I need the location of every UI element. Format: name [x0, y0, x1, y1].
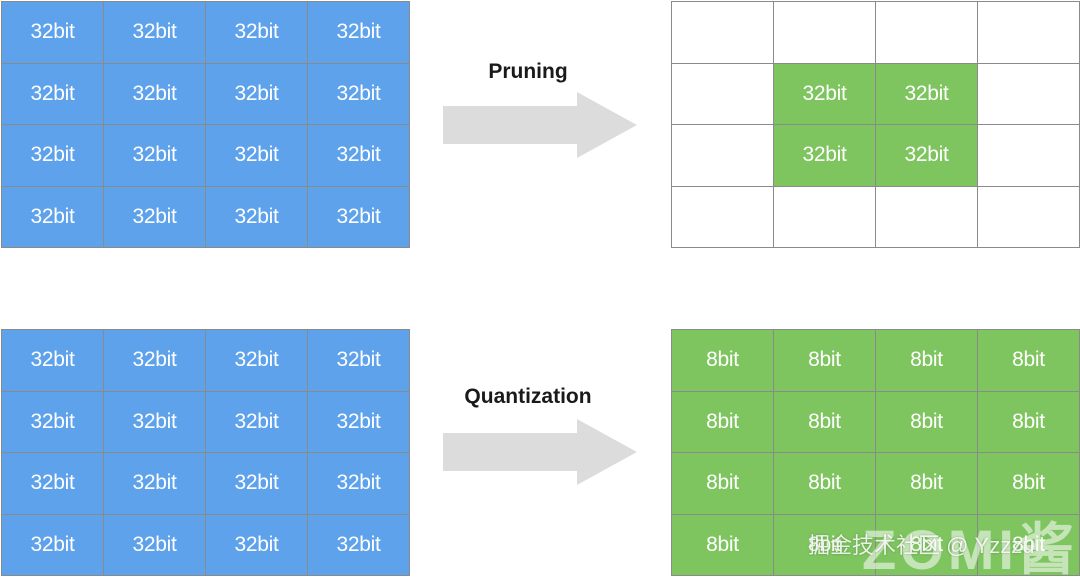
quantized-weight-cell: 8bit: [672, 514, 774, 576]
original-weight-cell: 32bit: [2, 453, 104, 515]
pruned-weight-cell: [774, 186, 876, 248]
original-weight-cell: 32bit: [308, 514, 410, 576]
pruned-weight-cell: [978, 186, 1080, 248]
original-weight-cell: 32bit: [104, 453, 206, 515]
quantized-weight-cell: 8bit: [774, 514, 876, 576]
pruned-weight-cell: [672, 186, 774, 248]
original-weight-cell: 32bit: [308, 186, 410, 248]
pruned-weight-cell: [978, 2, 1080, 64]
quantization-arrow-shape: [443, 419, 637, 485]
original-weight-cell: 32bit: [308, 125, 410, 187]
pruned-weight-cell: [774, 2, 876, 64]
quantized-weight-cell: 8bit: [876, 330, 978, 392]
pruned-weight-cell: 32bit: [774, 63, 876, 125]
quantized-weight-cell: 8bit: [774, 330, 876, 392]
original-weight-cell: 32bit: [104, 63, 206, 125]
quantized-weight-cell: 8bit: [978, 330, 1080, 392]
pruned-weight-cell: [672, 125, 774, 187]
pruned-weight-cell: 32bit: [774, 125, 876, 187]
original-weight-cell: 32bit: [308, 453, 410, 515]
pruning-arrow-icon: [443, 92, 637, 158]
quantization-arrow-icon: [443, 419, 637, 485]
pruned-weight-cell: [876, 186, 978, 248]
original-weight-cell: 32bit: [104, 186, 206, 248]
original-weight-cell: 32bit: [104, 2, 206, 64]
original-weight-cell: 32bit: [104, 330, 206, 392]
quantization-label: Quantization: [464, 385, 592, 408]
original-weight-cell: 32bit: [206, 453, 308, 515]
quantized-weight-cell: 8bit: [774, 391, 876, 453]
quantized-weight-cell: 8bit: [876, 391, 978, 453]
original-weight-cell: 32bit: [2, 2, 104, 64]
original-weight-cell: 32bit: [206, 186, 308, 248]
pruning-arrow-shape: [443, 92, 637, 158]
original-weight-cell: 32bit: [206, 330, 308, 392]
pruned-weight-cell: [978, 63, 1080, 125]
original-weight-cell: 32bit: [104, 391, 206, 453]
original-weight-cell: 32bit: [308, 391, 410, 453]
pruned-weight-cell: [978, 125, 1080, 187]
original-weight-cell: 32bit: [206, 63, 308, 125]
original-weight-cell: 32bit: [2, 330, 104, 392]
quantized-weight-cell: 8bit: [978, 391, 1080, 453]
quantized-weight-cell: 8bit: [876, 514, 978, 576]
watermark-logo: ZOMI酱: [862, 518, 1078, 581]
pruning-label: Pruning: [488, 60, 568, 83]
pruned-weight-cell: 32bit: [876, 125, 978, 187]
original-weight-cell: 32bit: [2, 186, 104, 248]
quantized-weight-cell: 8bit: [978, 514, 1080, 576]
pruned-weight-cell: [672, 2, 774, 64]
original-weight-cell: 32bit: [2, 125, 104, 187]
quantized-weight-cell: 8bit: [672, 391, 774, 453]
original-weight-cell: 32bit: [308, 2, 410, 64]
quantized-weight-cell: 8bit: [978, 453, 1080, 515]
pruned-weight-cell: 32bit: [876, 63, 978, 125]
original-weight-cell: 32bit: [206, 125, 308, 187]
original-weight-cell: 32bit: [206, 514, 308, 576]
pruned-weight-cell: [876, 2, 978, 64]
original-weight-cell: 32bit: [2, 391, 104, 453]
pruned-weight-cell: [672, 63, 774, 125]
original-weight-cell: 32bit: [206, 391, 308, 453]
watermark-text: 掘金技术社区 @ Yzzzu: [808, 533, 1035, 558]
quantized-weight-cell: 8bit: [672, 453, 774, 515]
quantized-weight-cell: 8bit: [876, 453, 978, 515]
quantized-weight-cell: 8bit: [672, 330, 774, 392]
original-weight-cell: 32bit: [104, 125, 206, 187]
original-weight-cell: 32bit: [104, 514, 206, 576]
original-weight-cell: 32bit: [308, 63, 410, 125]
quantized-weight-cell: 8bit: [774, 453, 876, 515]
original-weight-cell: 32bit: [206, 2, 308, 64]
original-weight-cell: 32bit: [308, 330, 410, 392]
original-weight-cell: 32bit: [2, 514, 104, 576]
original-weight-cell: 32bit: [2, 63, 104, 125]
